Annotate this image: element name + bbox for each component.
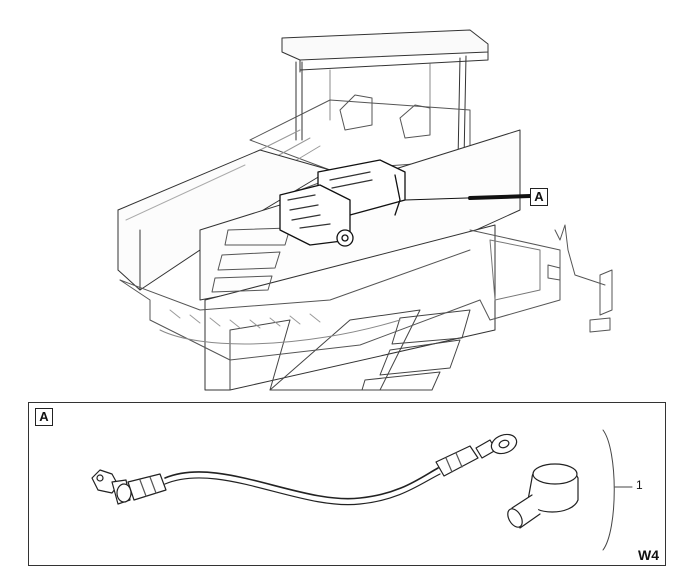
sheet-code-label: W4: [638, 547, 659, 563]
callout-label-a: A: [530, 188, 548, 206]
tracks: [119, 249, 481, 361]
battery-cable: [91, 433, 518, 506]
screed-assembly: [469, 224, 613, 333]
detail-frame: [28, 402, 666, 566]
highlight-panel: [199, 129, 521, 391]
canopy: [281, 29, 489, 161]
detail-label-a: A: [35, 408, 53, 426]
callout-leader: [404, 194, 532, 201]
part-bracket: [602, 429, 633, 551]
part-number-label: 1: [636, 478, 643, 492]
terminal-cover: [507, 463, 579, 529]
